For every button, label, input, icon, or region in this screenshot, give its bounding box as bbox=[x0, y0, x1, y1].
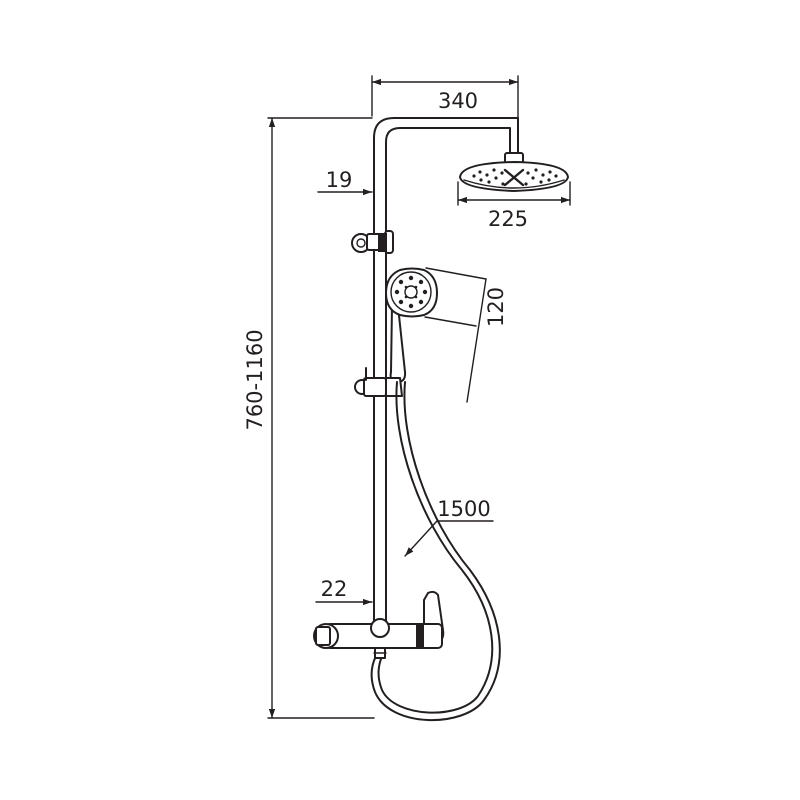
overhead-shower-head bbox=[459, 152, 569, 192]
dimension-mixer-offset: 22 bbox=[315, 577, 373, 606]
dimension-label-22: 22 bbox=[321, 577, 348, 601]
dimension-label-225: 225 bbox=[488, 207, 528, 231]
dimension-label-19: 19 bbox=[326, 168, 353, 192]
dimension-head-arm: 340 bbox=[371, 75, 519, 153]
shower-hose bbox=[370, 381, 501, 722]
dimension-label-120: 120 bbox=[484, 287, 508, 327]
dimension-head-diameter: 225 bbox=[457, 181, 571, 231]
dimension-label-340: 340 bbox=[438, 89, 478, 113]
dimension-label-760-1160: 760-1160 bbox=[243, 329, 267, 430]
slide-holder bbox=[354, 367, 403, 397]
mixer-valve bbox=[313, 590, 445, 659]
hand-shower bbox=[385, 267, 438, 383]
dimension-pipe-diameter: 19 bbox=[317, 168, 373, 196]
wall-bracket-upper bbox=[351, 230, 394, 254]
dimension-total-height: 760-1160 bbox=[243, 117, 375, 719]
dimension-label-1500: 1500 bbox=[437, 497, 490, 521]
dimension-handshower: 120 bbox=[424, 267, 508, 403]
hand-shower-nozzles bbox=[394, 275, 428, 309]
dimension-hose: 1500 bbox=[404, 497, 494, 557]
shower-head-nozzles bbox=[472, 168, 558, 186]
riser-pipe bbox=[373, 117, 519, 633]
